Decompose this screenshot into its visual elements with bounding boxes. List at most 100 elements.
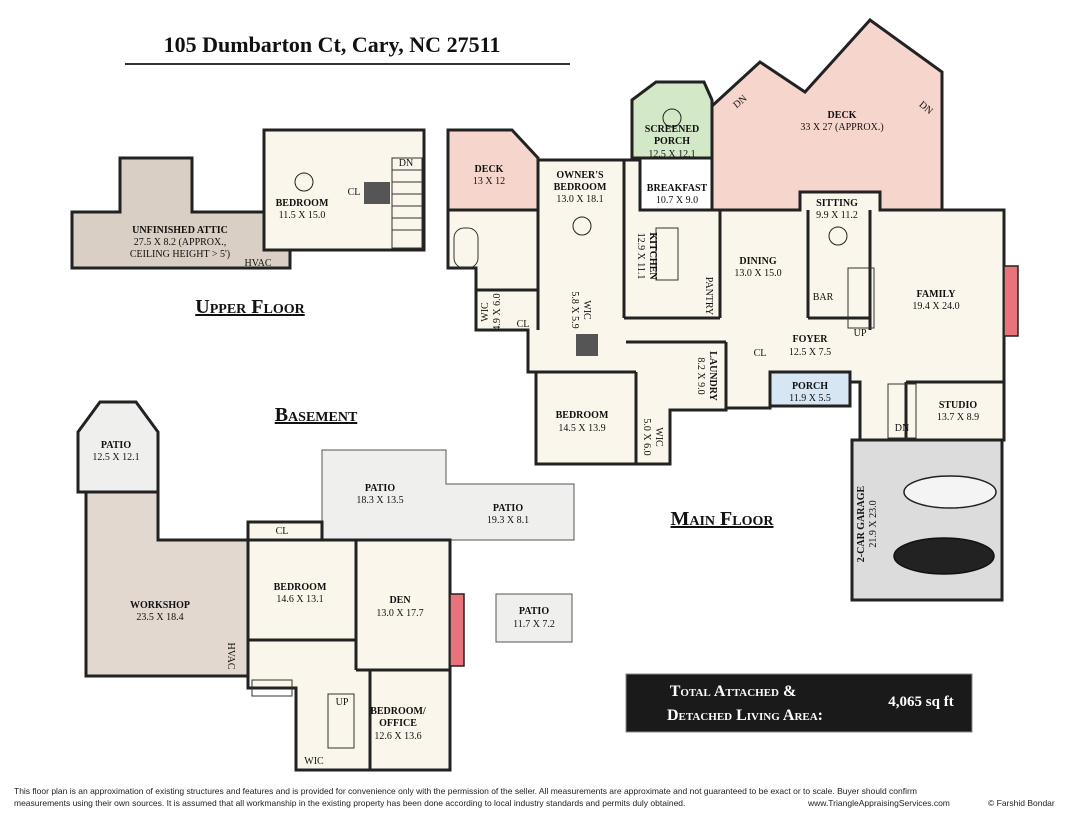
kitchen-dims: 12.9 X 11.1 <box>635 233 646 280</box>
owner-fan-icon <box>572 216 592 236</box>
patio-1-dims: 12.5 X 12.1 <box>92 452 139 463</box>
attic-shape <box>70 156 292 270</box>
studio-dims: 13.7 X 8.9 <box>937 412 979 423</box>
summary-line-2: Detached Living Area: <box>667 707 823 724</box>
dining-label: DINING <box>739 256 776 267</box>
patio-3-dims: 19.3 X 8.1 <box>487 515 529 526</box>
owner-bedroom-dims: 13.0 X 18.1 <box>556 194 603 205</box>
porch-shape <box>768 370 852 408</box>
deck-large-dims: 33 X 27 (APPROX.) <box>800 122 883 133</box>
summary-background <box>625 673 973 733</box>
upper-floor-heading: Upper Floor <box>195 296 305 318</box>
studio-label: STUDIO <box>939 400 978 411</box>
office-dims: 12.6 X 13.6 <box>374 731 421 742</box>
basement-bedroom-label: BEDROOM <box>274 582 327 593</box>
deck-small-dims: 13 X 12 <box>473 176 505 187</box>
kitchen-island <box>655 227 679 281</box>
foyer-label: FOYER <box>793 334 829 345</box>
basement-stair <box>327 693 355 749</box>
owner-bedroom-label-2: BEDROOM <box>554 182 607 193</box>
den-label: DEN <box>389 595 411 606</box>
workshop-shape <box>84 490 250 678</box>
upper-stair-treads <box>392 169 422 231</box>
upper-stair <box>391 157 423 249</box>
disclaimer-line-2: measurements using their own sources. It… <box>14 798 685 808</box>
patio-4-shape <box>495 593 573 643</box>
car-white-icon <box>903 475 997 509</box>
pantry-label: PANTRY <box>703 277 714 316</box>
porch-fan-icon <box>662 108 682 128</box>
wic-2-label: WIC <box>581 300 592 320</box>
main-bedroom-label: BEDROOM <box>556 410 609 421</box>
foyer-dims: 12.5 X 7.5 <box>789 347 831 358</box>
copyright: © Farshid Bondar <box>988 798 1055 808</box>
main-floor-heading: Main Floor <box>671 508 775 530</box>
patio-3-label: PATIO <box>493 503 523 514</box>
wic-3-label: WIC <box>653 427 664 447</box>
basement-interior-shape <box>246 520 452 772</box>
bathtub-icon <box>453 227 479 269</box>
shower-icon <box>364 182 390 204</box>
foyer-closet-label: CL <box>754 348 767 359</box>
screened-porch-label-2: PORCH <box>654 136 690 147</box>
basement-wic-label: WIC <box>304 756 324 767</box>
office-label: BEDROOM/ <box>370 706 426 717</box>
patio-1-shape <box>76 400 160 494</box>
patio-4-dims: 11.7 X 7.2 <box>513 619 555 630</box>
main-stair-up: UP <box>854 328 867 339</box>
screened-porch-label: SCREENED <box>645 124 699 135</box>
porch-label: PORCH <box>792 381 828 392</box>
breakfast-dims: 10.7 X 9.0 <box>656 195 698 206</box>
upper-floor: UNFINISHED ATTIC 27.5 X 8.2 (APPROX., CE… <box>70 128 426 318</box>
basement-interior-walls <box>248 538 450 770</box>
patio-2-dims: 18.3 X 13.5 <box>356 495 403 506</box>
owner-bedroom-label: OWNER'S <box>556 170 604 181</box>
wic-2-dims: 5.8 X 5.9 <box>569 291 580 328</box>
main-bedroom-dims: 14.5 X 13.9 <box>558 423 605 434</box>
sitting-dims: 9.9 X 11.2 <box>816 210 858 221</box>
patio-2-label: PATIO <box>365 483 395 494</box>
patio-4-label: PATIO <box>519 606 549 617</box>
workshop-label: WORKSHOP <box>130 600 190 611</box>
den-fireplace <box>449 593 465 667</box>
summary-line-1: Total Attached & <box>670 683 797 700</box>
basement-stair-up: UP <box>336 697 349 708</box>
kitchen-label: KITCHEN <box>647 232 658 280</box>
closet-1-label: CL <box>517 319 530 330</box>
garage-dims: 21.9 X 23.0 <box>868 500 879 547</box>
website-link[interactable]: www.TriangleAppraisingServices.com <box>807 798 950 808</box>
workshop-hvac-label: HVAC <box>225 642 236 669</box>
upper-closet-label: CL <box>348 187 361 198</box>
dining-dims: 13.0 X 15.0 <box>734 268 781 279</box>
attic-label: UNFINISHED ATTIC <box>132 225 228 236</box>
deck-small-label: DECK <box>475 164 504 175</box>
car-black-icon <box>893 537 995 575</box>
owner-shower-icon <box>576 334 598 356</box>
bar-label: BAR <box>813 292 834 303</box>
wic-1-label: WIC <box>480 302 491 322</box>
den-dims: 13.0 X 17.7 <box>376 608 423 619</box>
laundry-label: LAUNDRY <box>707 351 718 401</box>
family-label: FAMILY <box>917 289 957 300</box>
garage-label: 2-CAR GARAGE <box>856 485 867 562</box>
studio-stair <box>887 383 917 439</box>
main-floor: DECK 13 X 12 SCREENED PORCH 12.5 X 12.1 … <box>446 17 1019 602</box>
upper-stair-down: DN <box>399 158 413 169</box>
attic-hvac-label: HVAC <box>244 258 271 269</box>
main-interior-walls <box>476 160 1004 464</box>
basement: PATIO 12.5 X 12.1 PATIO 18.3 X 13.5 PATI… <box>76 400 575 772</box>
attic-dims: 27.5 X 8.2 (APPROX., <box>134 237 227 248</box>
basement-closet-label: CL <box>276 526 289 537</box>
main-stair <box>847 267 875 329</box>
page-title: 105 Dumbarton Ct, Cary, NC 27511 <box>164 32 501 57</box>
disclaimer-line-1: This floor plan is an approximation of e… <box>14 786 917 796</box>
porch-dims: 11.9 X 5.5 <box>789 393 831 404</box>
studio-stair-down: DN <box>895 423 909 434</box>
family-fireplace <box>1003 265 1019 337</box>
deck-large-label: DECK <box>828 110 857 121</box>
attic-dims-2: CEILING HEIGHT > 5') <box>130 249 230 260</box>
sitting-fan-icon <box>828 226 848 246</box>
upper-bedroom-dims: 11.5 X 15.0 <box>279 210 326 221</box>
basement-bathtub-icon <box>251 679 293 697</box>
basement-bedroom-dims: 14.6 X 13.1 <box>276 594 323 605</box>
